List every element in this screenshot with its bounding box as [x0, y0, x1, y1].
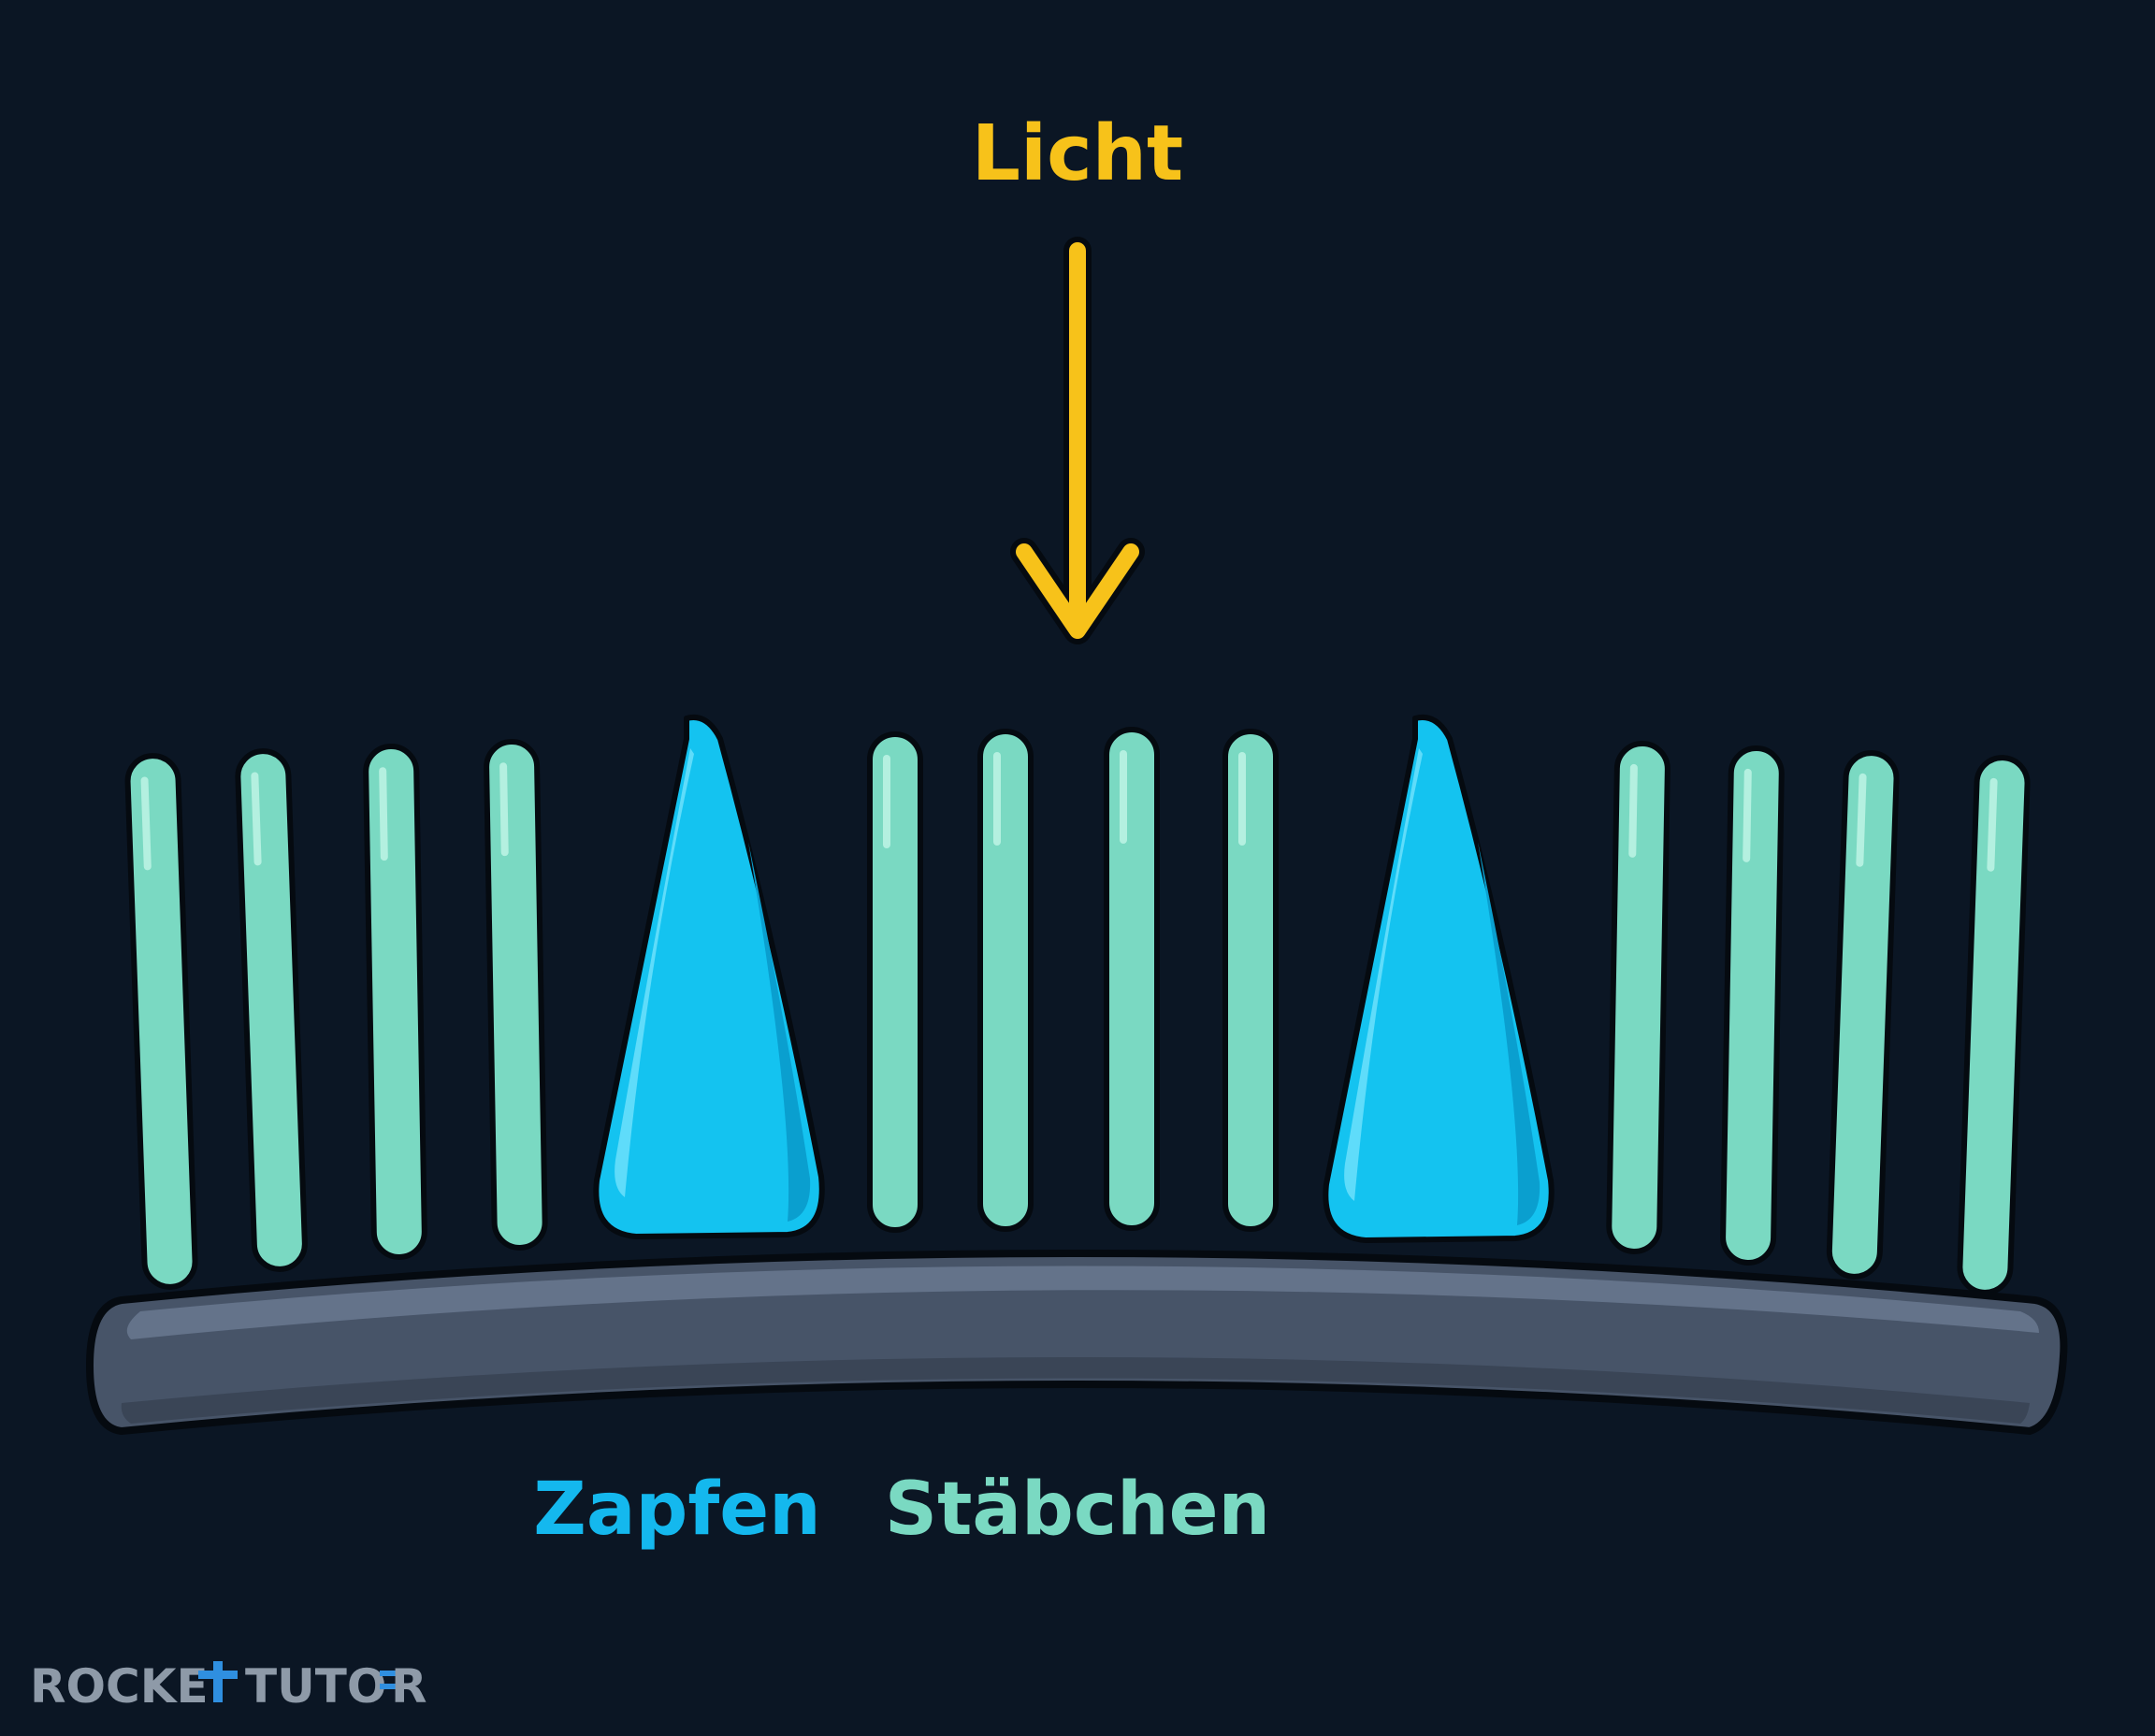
rod [1826, 750, 1900, 1280]
logo-text-left: ROCKE [30, 1659, 209, 1714]
logo-accent-lines-icon [380, 1671, 398, 1689]
rod [1104, 727, 1160, 1231]
membrane-base [86, 1250, 2068, 1435]
cones-label: Zapfen [533, 1468, 820, 1552]
rods-group [124, 727, 2031, 1295]
rod [867, 731, 923, 1233]
rod [235, 748, 308, 1272]
light-label: Licht [972, 109, 1184, 198]
rod [124, 753, 198, 1290]
rocket-logo-icon [198, 1661, 238, 1702]
logo-text-right: TUTO [245, 1659, 386, 1714]
logo-text-end: R [391, 1659, 427, 1714]
cone [593, 715, 825, 1239]
rods-label: Stäbchen [885, 1468, 1270, 1552]
light-arrow-icon [1010, 237, 1145, 644]
rod [1720, 745, 1785, 1266]
rod [1222, 729, 1279, 1232]
rod [484, 739, 548, 1251]
rod [1606, 741, 1670, 1254]
rod [977, 729, 1034, 1232]
cones-group [593, 715, 1555, 1243]
rod [363, 744, 427, 1260]
rocket-tutor-logo: ROCKE TUTO R [30, 1659, 427, 1714]
cone [1323, 715, 1555, 1243]
